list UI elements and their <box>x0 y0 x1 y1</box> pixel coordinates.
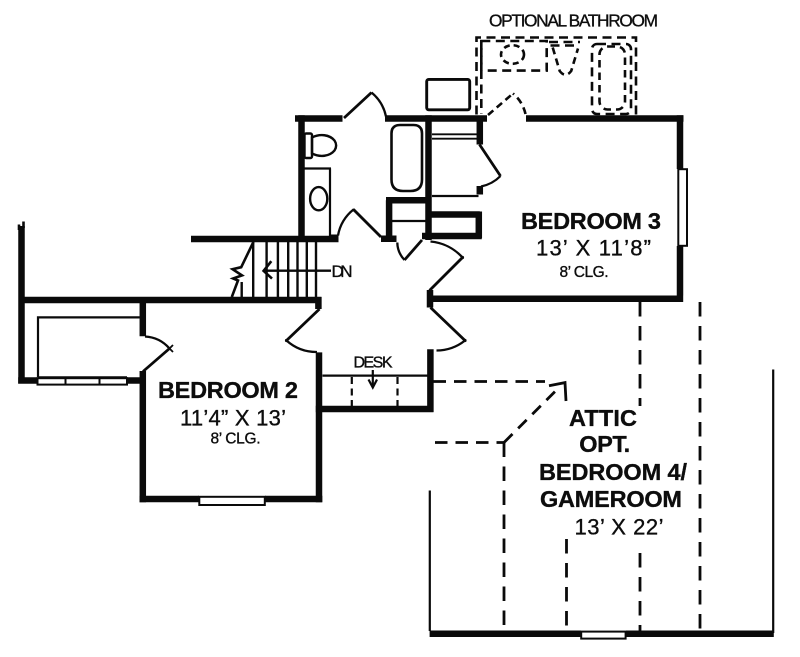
svg-text:ATTIC: ATTIC <box>569 405 637 431</box>
svg-text:BEDROOM 3: BEDROOM 3 <box>521 208 661 234</box>
svg-text:13’ X 22’: 13’ X 22’ <box>575 515 664 540</box>
svg-text:13’ X 11’8”: 13’ X 11’8” <box>536 236 651 261</box>
svg-text:OPT.: OPT. <box>579 431 630 457</box>
svg-text:OPTIONAL BATHROOM: OPTIONAL BATHROOM <box>489 11 658 31</box>
svg-text:DESK: DESK <box>354 355 393 372</box>
svg-text:DN: DN <box>332 262 353 281</box>
svg-text:8’ CLG.: 8’ CLG. <box>560 264 609 281</box>
svg-text:BEDROOM 2: BEDROOM 2 <box>158 377 298 403</box>
svg-text:8’ CLG.: 8’ CLG. <box>211 431 261 448</box>
svg-text:11’4” X 13’: 11’4” X 13’ <box>180 406 286 431</box>
svg-text:BEDROOM 4/: BEDROOM 4/ <box>539 459 687 485</box>
svg-text:GAMEROOM: GAMEROOM <box>540 486 682 512</box>
